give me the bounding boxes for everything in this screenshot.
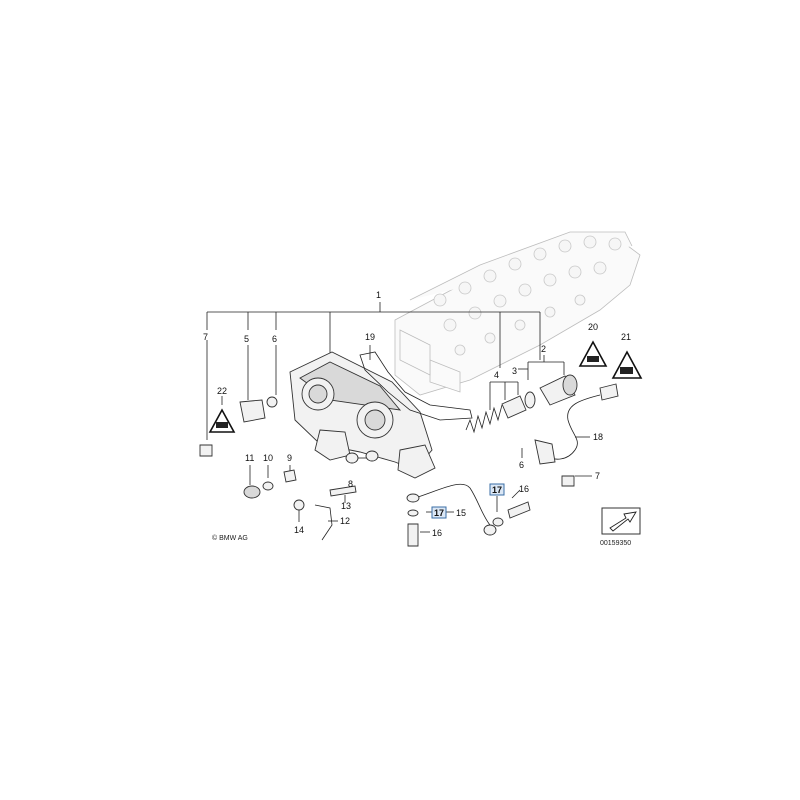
screw xyxy=(283,469,297,483)
washer xyxy=(262,481,274,491)
part-label: 6 xyxy=(519,460,524,470)
banjo-fitting xyxy=(406,493,420,503)
banjo-bolt xyxy=(507,501,531,519)
part-label: 13 xyxy=(341,501,351,511)
part-label: 9 xyxy=(287,453,292,463)
plug xyxy=(243,485,261,499)
warning-triangle-icon xyxy=(208,408,236,433)
part-label: 2 xyxy=(541,344,546,354)
bracket xyxy=(314,504,333,541)
bolt xyxy=(199,444,213,457)
highlighted-label-box xyxy=(489,483,505,496)
part-label: 17 xyxy=(492,485,502,495)
diagram-number: 00159350 xyxy=(600,540,631,547)
bolt xyxy=(561,475,575,487)
part-label: 1 xyxy=(376,290,381,300)
highlighted-label-box xyxy=(431,506,447,519)
sealing-ring xyxy=(492,517,504,527)
part-label: 11 xyxy=(245,453,254,463)
nut xyxy=(365,450,379,462)
part-label: 4 xyxy=(494,370,499,380)
part-label: 21 xyxy=(621,332,631,342)
banjo-bolt xyxy=(407,523,419,547)
piston xyxy=(501,395,527,419)
o-ring xyxy=(266,396,278,408)
vanos-unit xyxy=(289,351,436,479)
sensor-plug xyxy=(599,383,619,401)
grommet xyxy=(293,499,305,511)
part-label: 7 xyxy=(203,332,208,342)
solenoid-valve xyxy=(539,374,578,406)
seal-ring xyxy=(524,391,536,409)
part-labels: 1 2 3 4 5 6 6 7 7 8 9 10 11 12 13 14 15 … xyxy=(203,290,631,538)
part-label: 16 xyxy=(519,484,529,494)
part-label: 16 xyxy=(432,528,442,538)
view-direction-arrow-icon xyxy=(601,507,641,535)
part-label: 17 xyxy=(434,508,444,518)
part-label: 15 xyxy=(456,508,466,518)
part-label: 8 xyxy=(348,479,353,489)
camshaft-sensor xyxy=(239,399,266,423)
part-label: 3 xyxy=(512,366,517,376)
part-label: 5 xyxy=(244,334,249,344)
part-label: 7 xyxy=(595,471,600,481)
part-label: 6 xyxy=(272,334,277,344)
part-label: 20 xyxy=(588,322,598,332)
cylinder-head-illustration xyxy=(394,231,641,396)
part-label: 10 xyxy=(263,453,273,463)
oil-pipe xyxy=(414,483,491,526)
sensor-cable xyxy=(544,394,601,460)
part-label: 18 xyxy=(593,432,603,442)
copyright-text: © BMW AG xyxy=(212,534,248,542)
part-label: 12 xyxy=(340,516,350,526)
warning-triangle-icon xyxy=(611,350,643,379)
spring xyxy=(465,404,503,434)
warning-triangle-icon xyxy=(578,340,608,367)
part-label: 19 xyxy=(365,332,375,342)
nut xyxy=(345,452,359,464)
sealing-ring xyxy=(407,509,419,517)
part-label: 14 xyxy=(294,525,304,535)
banjo-fitting xyxy=(483,524,497,536)
leader-lines xyxy=(206,302,592,533)
part-label: 22 xyxy=(217,386,227,396)
stud-bolt xyxy=(329,485,357,497)
sensor xyxy=(534,439,556,465)
gasket xyxy=(359,351,473,421)
